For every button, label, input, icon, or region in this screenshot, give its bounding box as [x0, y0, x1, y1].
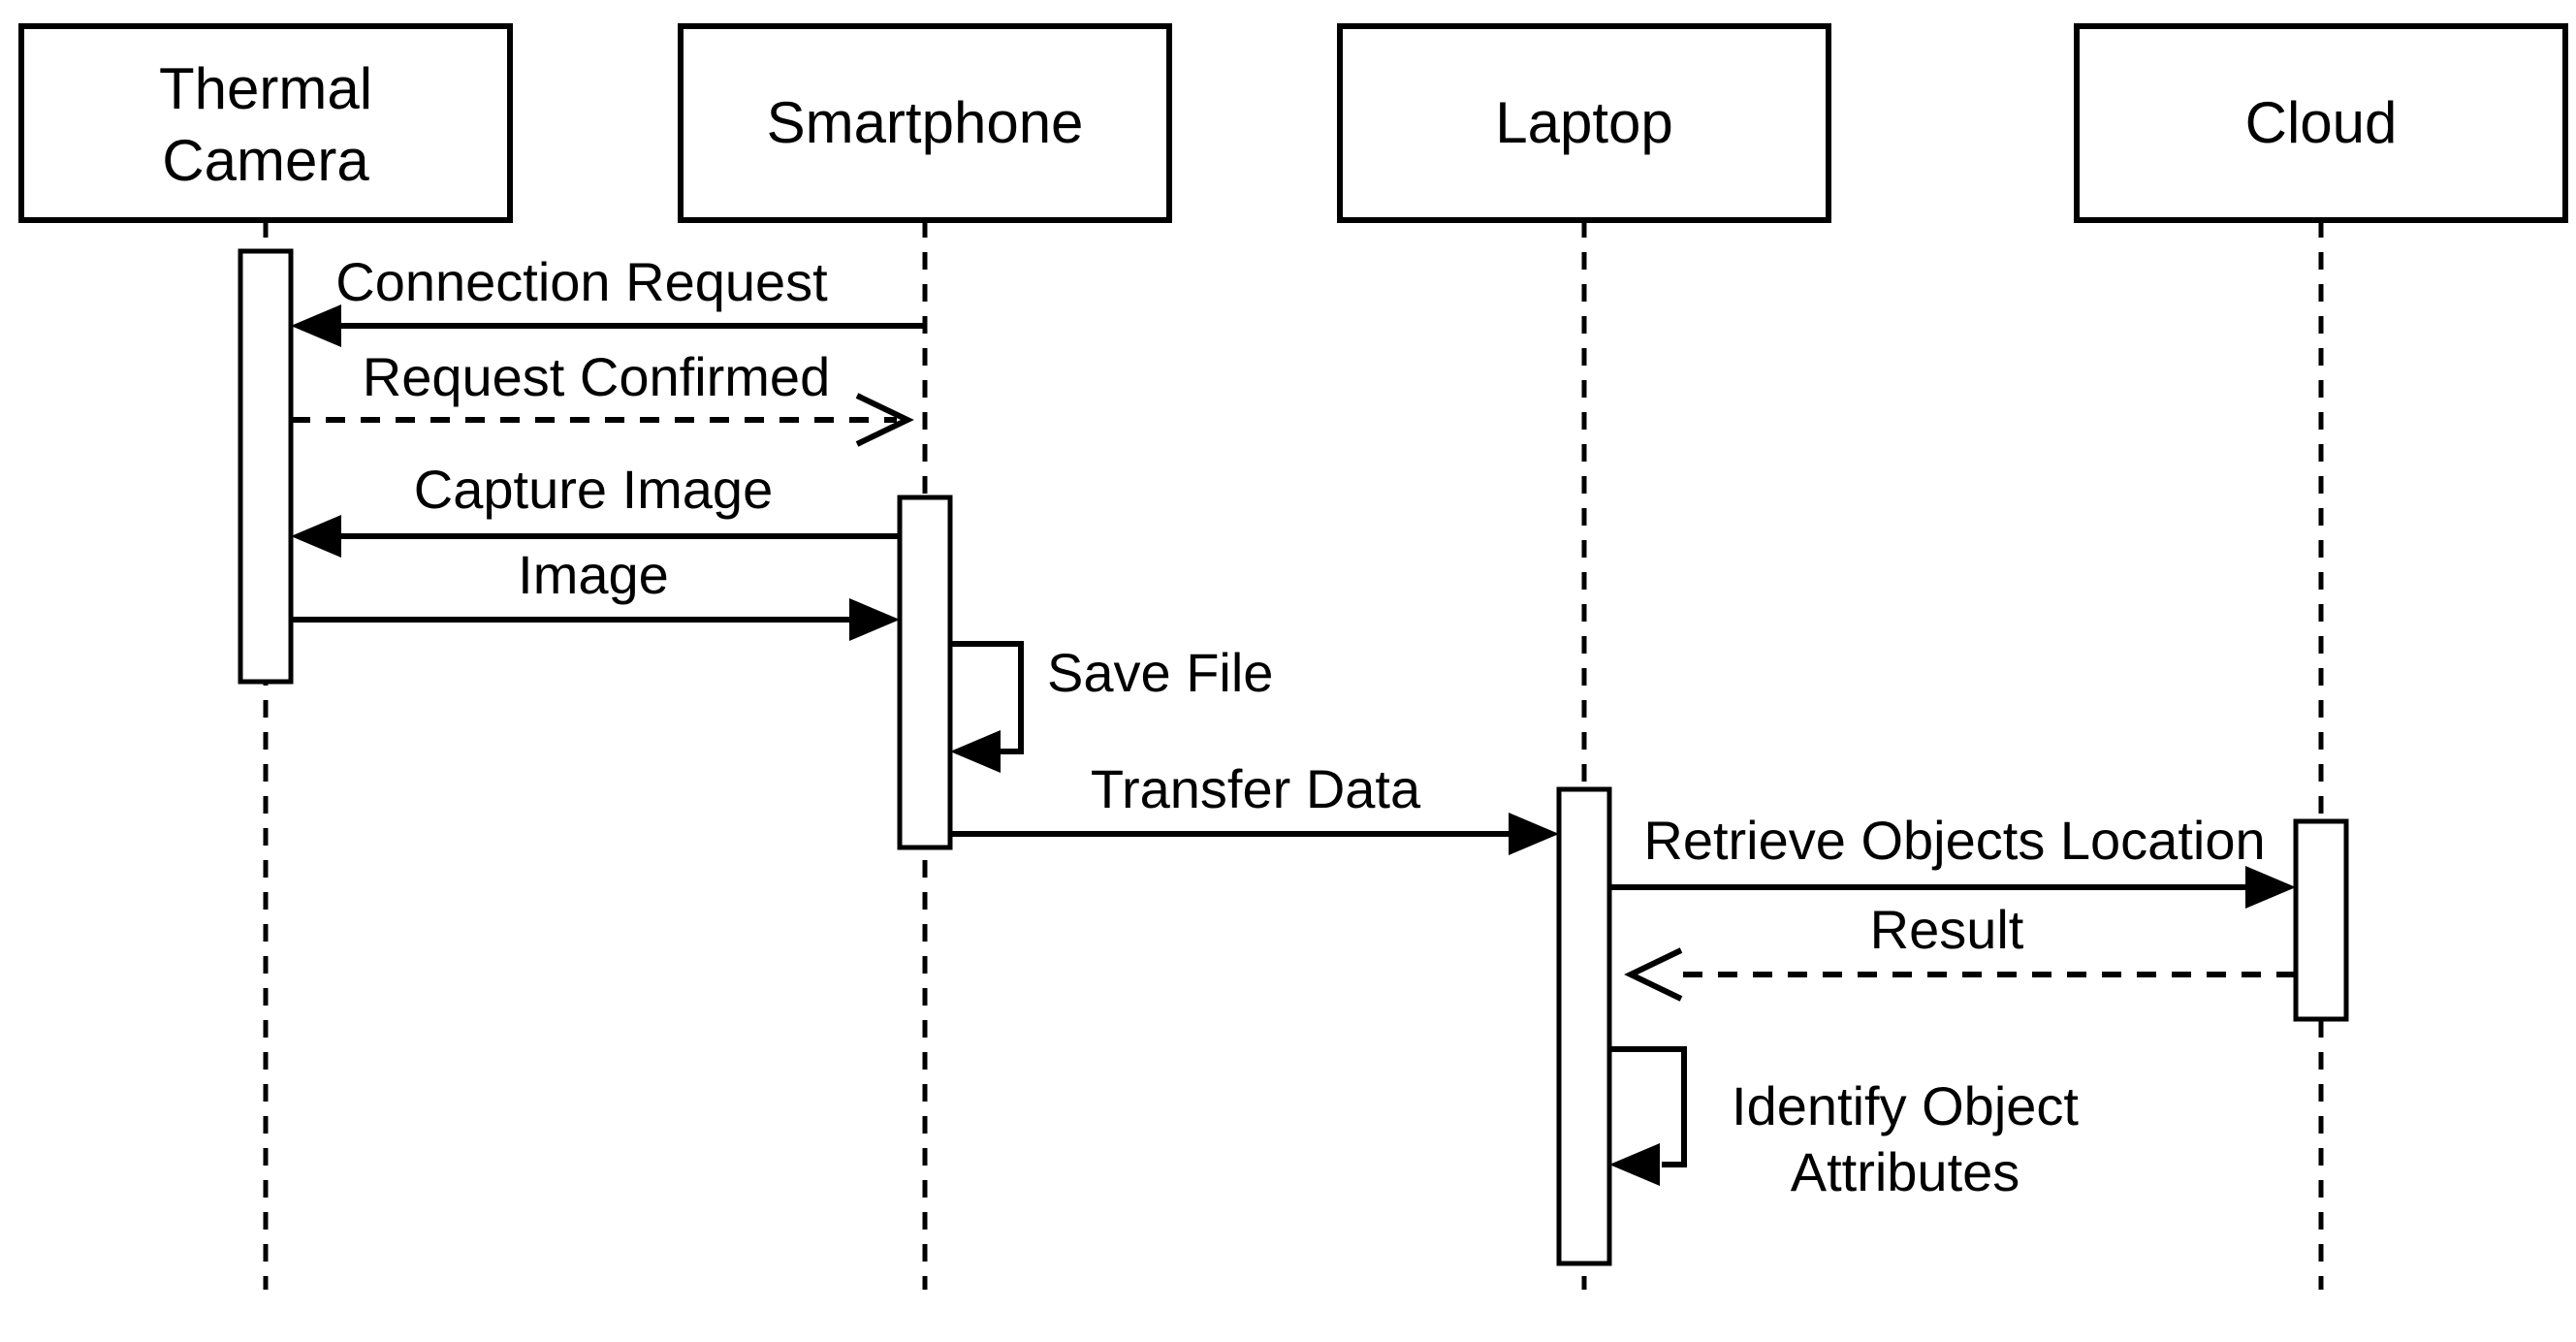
filled-arrowhead-icon: [1609, 1143, 1660, 1186]
message-connection-request: Connection Request: [291, 251, 925, 347]
activation-bar-cloud: [2293, 818, 2349, 1022]
activation-bar-thermal-camera: [238, 248, 294, 685]
message-label: Result: [1870, 899, 2024, 960]
participant-box-thermal-camera: [18, 23, 513, 223]
message-label: Connection Request: [335, 251, 828, 312]
message-self-loop-line: [950, 641, 1024, 754]
message-image: Image: [291, 544, 900, 641]
message-label: Request Confirmed: [363, 346, 830, 407]
message-retrieve-objects-location: Retrieve Objects Location: [1609, 810, 2296, 909]
participant-box-cloud: [2074, 23, 2568, 223]
message-label: Transfer Data: [1091, 758, 1421, 819]
message-save-file: Save File: [950, 641, 1273, 773]
message-label-line: Attributes: [1791, 1141, 2020, 1202]
open-arrowhead-icon: [855, 393, 914, 447]
activation-bar-laptop: [1556, 786, 1612, 1266]
filled-arrowhead-icon: [291, 515, 341, 558]
message-capture-image: Capture Image: [291, 459, 900, 558]
filled-arrowhead-icon: [849, 598, 900, 641]
filled-arrowhead-icon: [1509, 813, 1559, 855]
message-label: Image: [518, 544, 669, 605]
message-label: Capture Image: [414, 459, 773, 520]
filled-arrowhead-icon: [950, 730, 1001, 773]
message-transfer-data: Transfer Data: [950, 758, 1559, 855]
filled-arrowhead-icon: [2245, 866, 2296, 909]
participant-label-laptop: Laptop: [1495, 90, 1673, 155]
participant-label-line: Thermal: [159, 56, 372, 121]
message-request-confirmed: Request Confirmed: [291, 346, 914, 447]
message-result: Result: [1624, 899, 2296, 1002]
open-arrowhead-icon: [1624, 947, 1683, 1002]
message-self-loop-line: [1609, 1046, 1687, 1167]
participant-laptop: Laptop: [1337, 23, 1831, 223]
message-label: Save File: [1047, 642, 1273, 703]
participant-box-smartphone: [678, 23, 1172, 223]
filled-arrowhead-icon: [291, 304, 341, 347]
participant-smartphone: Smartphone: [678, 23, 1172, 223]
participant-box-laptop: [1337, 23, 1831, 223]
participant-cloud: Cloud: [2074, 23, 2568, 223]
activation-bar-smartphone: [897, 495, 953, 850]
message-label-line: Identify Object: [1732, 1075, 2079, 1136]
participant-label-smartphone: Smartphone: [767, 90, 1084, 155]
participant-label-cloud: Cloud: [2245, 90, 2398, 155]
participant-label-line: Camera: [162, 128, 369, 193]
message-label: Retrieve Objects Location: [1643, 810, 2265, 871]
